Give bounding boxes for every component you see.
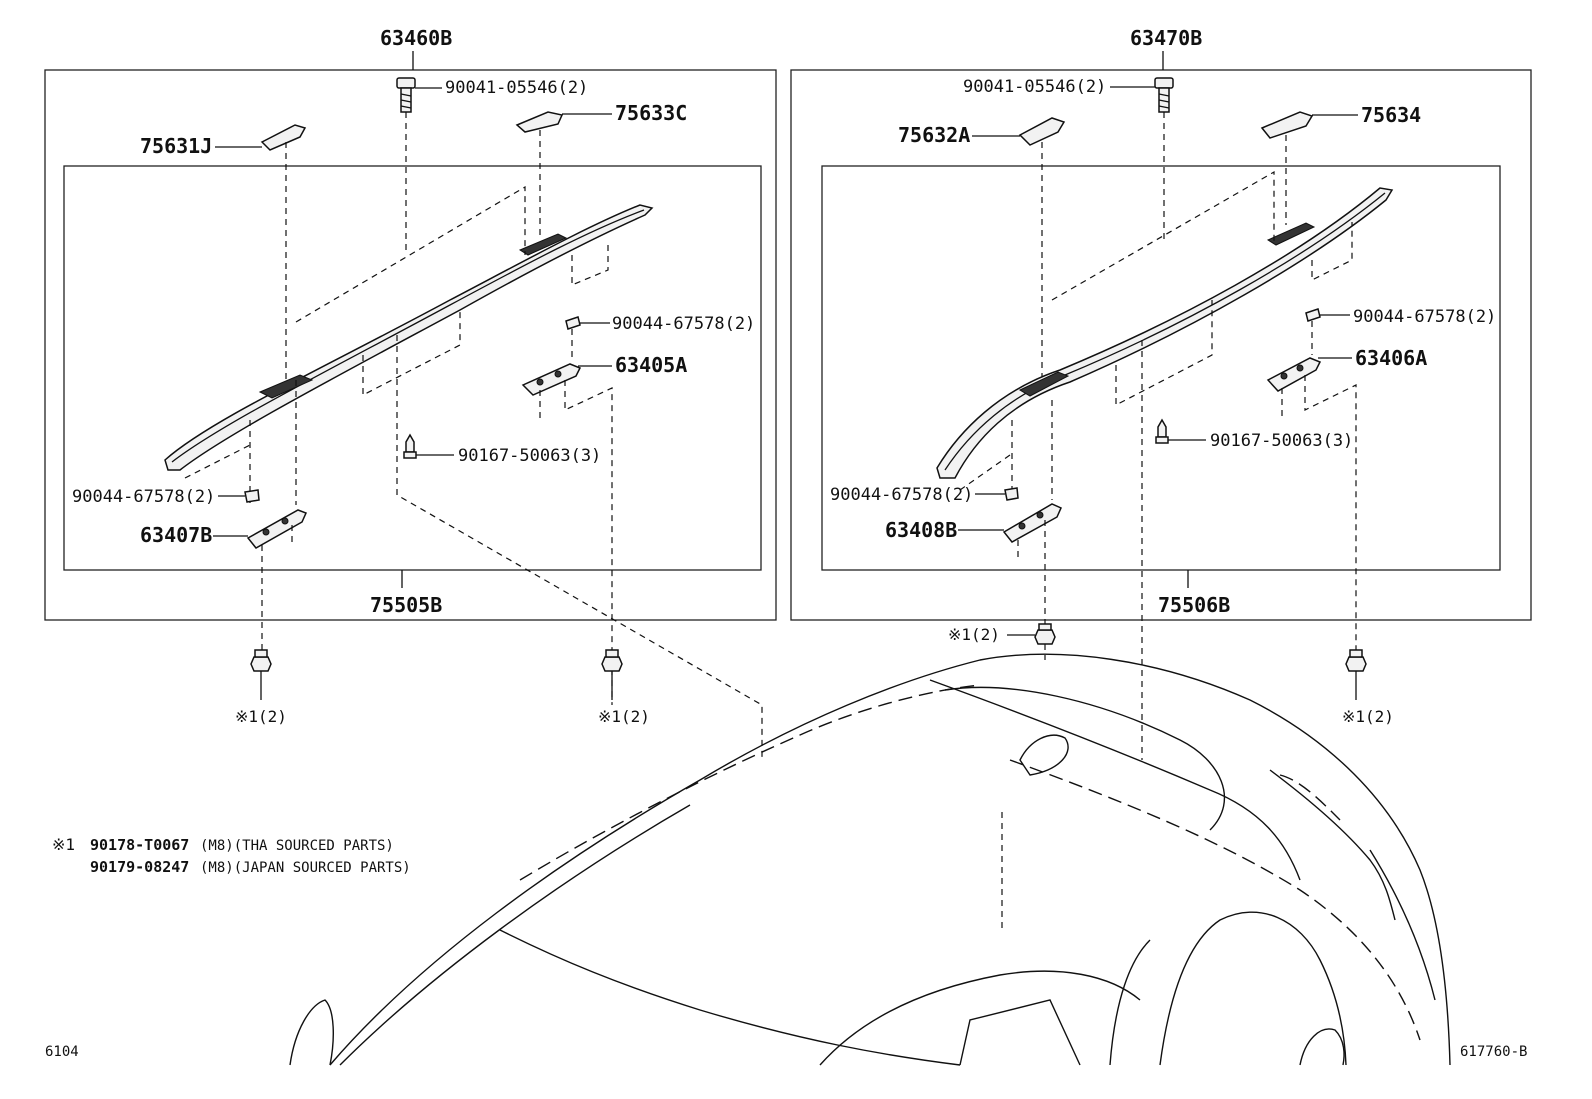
left-rear-bracket-label: 63405A bbox=[615, 353, 687, 377]
right-rear-clip-part bbox=[1305, 308, 1350, 355]
left-front-bracket-label: 63407B bbox=[140, 523, 212, 547]
footnote-desc-2: (M8)(JAPAN SOURCED PARTS) bbox=[200, 860, 411, 876]
right-rear-cover-label: 75634 bbox=[1361, 103, 1421, 127]
left-assembly-frame bbox=[44, 69, 777, 621]
left-rear-cover-part bbox=[515, 111, 612, 235]
right-front-clip-part bbox=[975, 487, 1019, 501]
right-front-cover-label: 75632A bbox=[898, 123, 970, 147]
right-rear-bracket-label: 63406A bbox=[1355, 346, 1427, 370]
left-bolt-label: 90041-05546(2) bbox=[445, 78, 588, 98]
vehicle-outline bbox=[289, 653, 1451, 1066]
page-code: 6104 bbox=[45, 1044, 79, 1060]
right-front-nut-ref: ※1(2) bbox=[948, 625, 1000, 644]
right-front-bracket-part bbox=[958, 503, 1062, 626]
left-rail-frame bbox=[63, 165, 762, 571]
right-bolt-label: 90041-05546(2) bbox=[963, 77, 1106, 97]
right-front-nut bbox=[1007, 623, 1056, 660]
left-front-cover-part bbox=[215, 124, 307, 380]
left-front-cover-label: 75631J bbox=[140, 134, 212, 158]
left-front-nut-ref: ※1(2) bbox=[235, 707, 287, 726]
left-rear-nut bbox=[601, 649, 623, 700]
footnote-part-2: 90179-08247 bbox=[90, 858, 189, 876]
right-roof-rail-assembly: 63470B 90041-05546(2) 75632A 75634 bbox=[790, 26, 1532, 930]
left-bolt-part bbox=[396, 77, 442, 255]
left-rail-label: 75505B bbox=[370, 593, 442, 617]
left-assembly-number: 63460B bbox=[380, 26, 452, 50]
right-assembly-number: 63470B bbox=[1130, 26, 1202, 50]
footnote: ※1 90178-T0067 (M8)(THA SOURCED PARTS) 9… bbox=[52, 835, 411, 876]
left-roof-rail bbox=[164, 204, 654, 471]
left-front-nut bbox=[250, 649, 272, 700]
left-front-bracket-part bbox=[213, 509, 308, 660]
left-rear-clip-label: 90044-67578(2) bbox=[612, 314, 755, 334]
right-rail-frame bbox=[821, 165, 1501, 571]
right-rear-nut-ref: ※1(2) bbox=[1342, 707, 1394, 726]
left-roof-rail-assembly: 63460B 90041-05546(2) 75631J 75633C bbox=[44, 26, 777, 760]
left-rear-bracket-part bbox=[521, 363, 613, 705]
left-rear-nut-ref: ※1(2) bbox=[598, 707, 650, 726]
diagram-code: 617760-B bbox=[1460, 1044, 1527, 1060]
left-front-clip-part bbox=[218, 489, 260, 503]
right-assembly-frame bbox=[790, 69, 1532, 621]
right-rear-nut bbox=[1345, 649, 1367, 700]
left-rear-clip-part bbox=[565, 316, 610, 362]
right-screw-label: 90167-50063(3) bbox=[1210, 431, 1353, 451]
right-rear-cover-part bbox=[1260, 111, 1358, 225]
footnote-marker: ※1 bbox=[52, 835, 75, 854]
left-front-clip-label: 90044-67578(2) bbox=[72, 487, 215, 507]
left-screw-part bbox=[403, 433, 454, 459]
right-rear-clip-label: 90044-67578(2) bbox=[1353, 307, 1496, 327]
footnote-desc-1: (M8)(THA SOURCED PARTS) bbox=[200, 838, 394, 854]
right-front-cover-part bbox=[972, 117, 1066, 380]
right-rail-label: 75506B bbox=[1158, 593, 1230, 617]
right-front-bracket-label: 63408B bbox=[885, 518, 957, 542]
right-rear-bracket-part bbox=[1266, 357, 1357, 650]
left-screw-label: 90167-50063(3) bbox=[458, 446, 601, 466]
footnote-part-1: 90178-T0067 bbox=[90, 836, 189, 854]
right-screw-part bbox=[1155, 418, 1206, 444]
right-bolt-part bbox=[1110, 77, 1174, 240]
left-rear-cover-label: 75633C bbox=[615, 101, 687, 125]
right-front-clip-label: 90044-67578(2) bbox=[830, 485, 973, 505]
right-roof-rail bbox=[936, 187, 1394, 479]
